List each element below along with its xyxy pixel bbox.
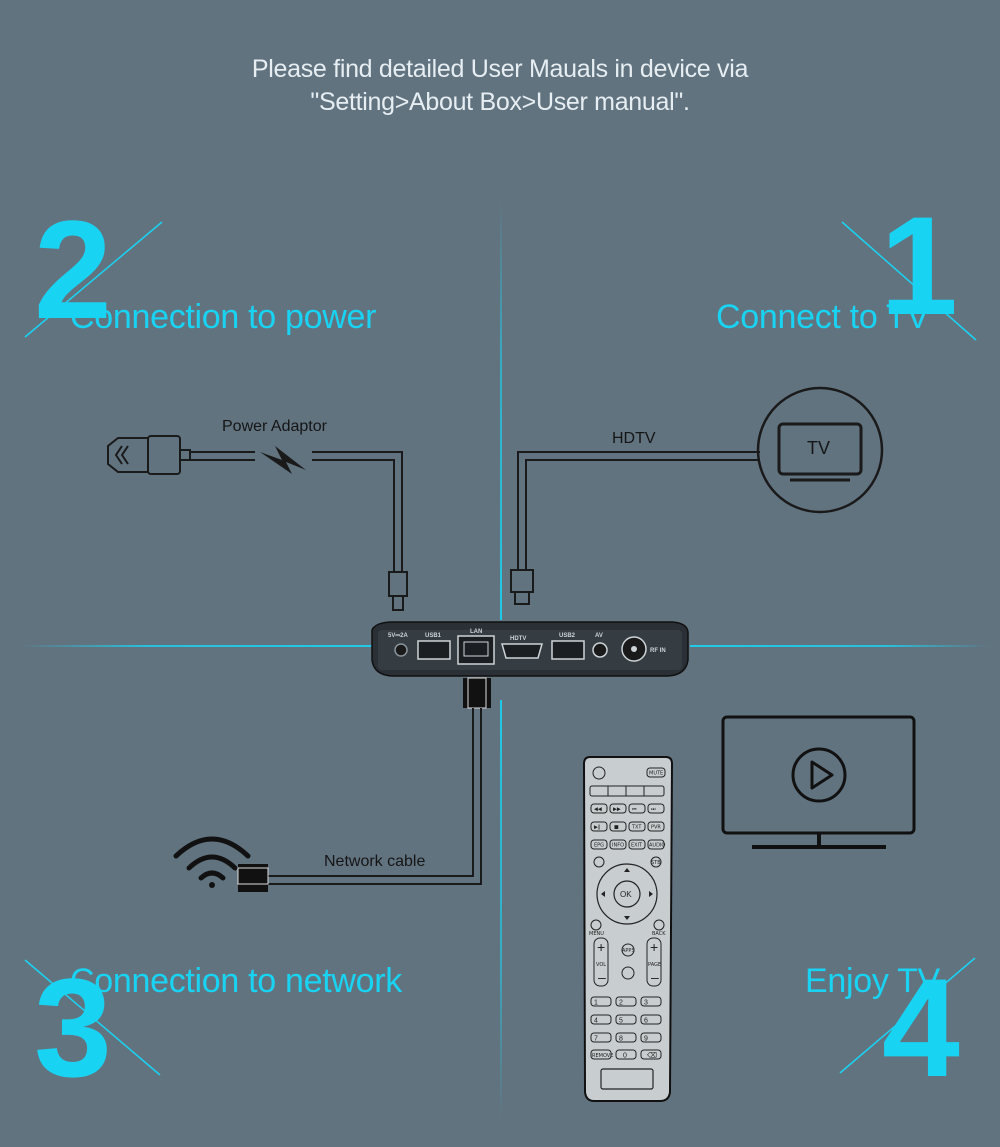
svg-text:⌫: ⌫ <box>647 1052 657 1060</box>
svg-text:STB: STB <box>651 860 661 866</box>
port-label-lan: LAN <box>470 629 482 635</box>
svg-text:0: 0 <box>623 1053 627 1060</box>
svg-text:4: 4 <box>594 1018 598 1025</box>
play-tv-icon <box>721 715 916 849</box>
svg-text:◀◀: ◀◀ <box>594 807 602 813</box>
svg-text:INFO: INFO <box>612 843 624 849</box>
svg-text:BACK: BACK <box>652 931 666 937</box>
step-4-number: 4 <box>882 949 960 1106</box>
lightning-icon <box>260 446 306 474</box>
step-4-title: Enjoy TV <box>805 962 940 1000</box>
svg-text:⏭: ⏭ <box>651 807 656 813</box>
number-accent-strokes <box>24 221 977 1076</box>
svg-text:MENU: MENU <box>589 931 604 937</box>
svg-text:9: 9 <box>644 1036 648 1043</box>
svg-text:AUDIO: AUDIO <box>649 843 665 849</box>
intro-line-2: "Setting>About Box>User manual". <box>310 88 690 116</box>
step-2-number: 2 <box>34 191 112 348</box>
tv-circle-icon <box>756 386 884 514</box>
step-2-title: Connection to power <box>70 298 377 336</box>
network-cable <box>237 677 491 892</box>
svg-text:TXT: TXT <box>631 825 642 831</box>
svg-text:REMOVE: REMOVE <box>592 1053 613 1059</box>
intro-line-1: Please find detailed User Mauals in devi… <box>251 55 749 83</box>
step-3-number: 3 <box>34 949 112 1106</box>
svg-text:5: 5 <box>619 1018 623 1025</box>
svg-text:▶‖: ▶‖ <box>594 825 600 831</box>
power-plug-icon <box>107 435 191 475</box>
hdtv-cable <box>510 451 760 605</box>
svg-text:–: – <box>651 969 659 985</box>
wifi-icon <box>173 836 251 888</box>
svg-text:7: 7 <box>594 1036 598 1043</box>
power-cable <box>190 451 408 611</box>
power-adaptor-label: Power Adaptor <box>222 418 327 435</box>
remote-mute: MUTE <box>649 771 663 777</box>
set-top-box: 5V⎓2A USB1 LAN HDTV USB2 AV RF IN <box>371 621 689 677</box>
svg-text:1: 1 <box>594 1000 598 1007</box>
svg-text:3: 3 <box>644 1000 648 1007</box>
port-label-rf: RF IN <box>650 648 666 654</box>
tv-label: TV <box>807 438 831 458</box>
svg-text:■: ■ <box>614 825 619 831</box>
remote-number-keys <box>590 996 662 1060</box>
port-label-dc: 5V⎓2A <box>388 633 408 639</box>
port-label-hdtv: HDTV <box>510 636 526 642</box>
svg-text:+: + <box>597 939 605 955</box>
port-label-av: AV <box>595 633 603 639</box>
step-3-title: Connection to network <box>70 962 403 1000</box>
step-1-title: Connect to TV <box>716 298 929 336</box>
svg-text:APPS: APPS <box>622 948 635 954</box>
hdtv-label: HDTV <box>612 430 656 447</box>
remote-control: MUTE ◀◀ ▶▶ ⏮ ⏭ ▶‖ ■ TXT PVR EPG INFO EXI… <box>582 756 674 1102</box>
svg-text:⏮: ⏮ <box>632 807 637 813</box>
svg-text:PAGE: PAGE <box>648 962 661 968</box>
step-1-number: 1 <box>880 187 958 344</box>
svg-text:–: – <box>598 969 606 985</box>
svg-text:VOL: VOL <box>596 962 606 968</box>
svg-text:+: + <box>650 939 658 955</box>
remote-ok: OK <box>620 890 632 899</box>
svg-text:6: 6 <box>644 1018 648 1025</box>
network-cable-label: Network cable <box>324 853 426 870</box>
port-label-usb2: USB2 <box>559 633 576 639</box>
svg-text:EPG: EPG <box>594 843 604 849</box>
guide-lines <box>20 200 990 1120</box>
port-label-usb1: USB1 <box>425 633 442 639</box>
remote-row3 <box>590 803 665 814</box>
svg-text:EXIT: EXIT <box>631 843 643 849</box>
svg-text:2: 2 <box>619 1000 623 1007</box>
svg-text:▶▶: ▶▶ <box>613 807 621 813</box>
svg-text:8: 8 <box>619 1036 623 1043</box>
svg-text:PVR: PVR <box>651 825 661 831</box>
